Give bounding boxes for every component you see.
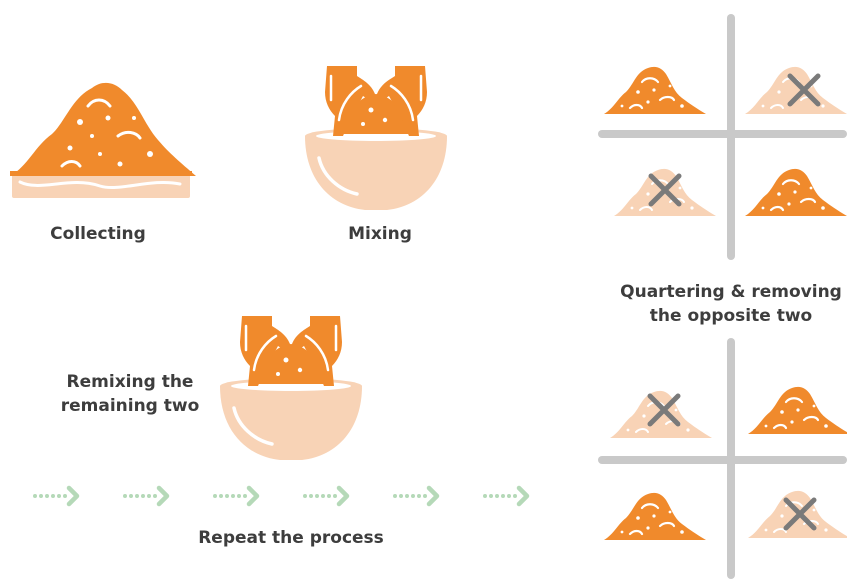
dotted-arrow-icon xyxy=(393,488,437,504)
dotted-arrow-icon xyxy=(123,488,167,504)
quartering-top-grid xyxy=(598,14,847,260)
dotted-arrow-icon xyxy=(33,488,77,504)
dotted-arrow-icon xyxy=(213,488,257,504)
remixing-label-line2: remaining two xyxy=(60,396,200,416)
quartering-bottom-grid xyxy=(598,338,847,579)
dotted-arrow-icon xyxy=(303,488,347,504)
mixing-label: Mixing xyxy=(348,224,412,244)
mixing-hands-bowl-icon xyxy=(303,64,449,212)
pile-removed-icon xyxy=(744,65,847,115)
pile-kept-icon xyxy=(743,167,847,218)
dotted-arrow-icon xyxy=(483,488,527,504)
remixing-label-line1: Remixing the xyxy=(66,372,194,392)
pile-kept-icon xyxy=(602,491,708,542)
quartering-label-line1: Quartering & removing xyxy=(620,282,842,302)
pile-kept-icon xyxy=(746,385,847,436)
repeat-arrows xyxy=(33,488,527,504)
collecting-icon xyxy=(8,81,198,198)
remixing-hands-bowl-icon xyxy=(218,314,364,462)
collecting-label: Collecting xyxy=(50,224,146,244)
pile-kept-icon xyxy=(602,65,708,116)
repeat-label: Repeat the process xyxy=(198,528,384,548)
quartering-label-line2: the opposite two xyxy=(649,306,813,326)
horizontal-divider xyxy=(598,130,847,138)
horizontal-divider xyxy=(598,456,847,464)
